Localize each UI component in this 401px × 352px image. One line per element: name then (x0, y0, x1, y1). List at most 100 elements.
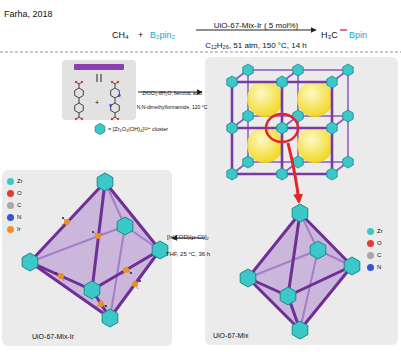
atom-swatch (367, 252, 374, 259)
mof-lattice (243, 110, 253, 122)
atom-swatch (7, 202, 14, 209)
legend-text: Zr (377, 228, 383, 235)
mof-ir-octahedron (97, 173, 113, 191)
label-holder: ZrOCl₂·8H₂O, benzoic acid (142, 81, 202, 99)
mof-ir-octahedron (22, 253, 38, 271)
iridium-complexes (130, 272, 132, 274)
iridium-complexes (55, 217, 141, 307)
annotation-text: CH₄ (112, 30, 129, 40)
mof-lattice (277, 76, 287, 88)
mof-octahedron (280, 287, 296, 305)
oxygen-atoms (81, 118, 83, 120)
iridium-complexes (123, 267, 129, 273)
mof-octahedron (310, 241, 326, 259)
legend-text: O (377, 240, 382, 247)
iridium-complexes (62, 217, 64, 219)
iridium-complexes (56, 218, 140, 307)
label-holder: CH₄ (112, 24, 129, 42)
legend-entry: O (367, 240, 382, 247)
mof-lattice (327, 168, 337, 180)
mof-lattice (343, 110, 353, 122)
mof-ir-octahedron (22, 173, 168, 327)
mof-lattice (327, 122, 337, 134)
label-holder: UiO-67-Mix-Ir ( 5 mol%) (214, 14, 298, 32)
mof-lattice (277, 122, 287, 134)
mof-lattice (343, 64, 353, 76)
annotation-text: [Ir(COD)(μ-Cl)]₂ (167, 234, 209, 240)
mof-octahedron (292, 204, 308, 222)
annotation-text: H₃C (321, 30, 338, 40)
bipyridine-linker (115, 84, 116, 117)
mof-ir-octahedron (84, 281, 100, 299)
label-holder: B₂pin₂ (150, 24, 175, 42)
mof-lattice (227, 122, 237, 134)
mof-octahedron (248, 213, 352, 330)
iridium-complexes (98, 301, 104, 307)
legend-text: C (17, 202, 21, 209)
linker-heteroatoms (109, 104, 112, 107)
iridium-complexes (105, 305, 107, 307)
atom-swatch (7, 226, 14, 233)
oxygen-atoms (75, 81, 83, 120)
iridium-complexes (92, 231, 94, 233)
mof-ir-octahedron (117, 217, 133, 235)
biphenyl-linker (76, 82, 82, 119)
panel-title: UiO-67-Mix-Ir (32, 333, 74, 341)
label-holder: + (95, 91, 99, 109)
legend-entry: Ir (7, 226, 21, 233)
mof-octahedron (292, 321, 308, 339)
iridium-complexes (132, 281, 138, 287)
mof-lattice (232, 82, 332, 174)
annotation-text: Farha, 2018 (4, 9, 53, 19)
mof-lattice (343, 156, 353, 168)
panel-title: UiO-67-Mix (213, 332, 248, 340)
linker-drawing (74, 64, 202, 120)
legend-entry: O (7, 190, 22, 197)
atom-swatch (7, 190, 14, 197)
mof-octahedron (248, 213, 352, 330)
annotation-text: THF, 25 °C, 36 h (166, 251, 210, 257)
legend-text: Zr (17, 178, 23, 185)
annotation-text: UiO-67-Mix-Ir ( 5 mol%) (214, 21, 298, 30)
label-holder: THF, 25 °C, 36 h (166, 242, 210, 260)
mof-lattice (247, 127, 283, 163)
annotation-text: Bpin (349, 30, 367, 40)
mof-lattice (227, 168, 237, 180)
mof-ir-panel (2, 170, 172, 346)
mof-ir-octahedron (152, 241, 168, 259)
label-holder: + (138, 24, 143, 42)
iridium-complexes (55, 272, 57, 274)
atom-swatch (367, 264, 374, 271)
atom-swatch (7, 214, 14, 221)
legend-text: = [Zr₆O₄(OH)₄]¹²⁺ cluster (108, 126, 168, 133)
legend-text: O (17, 190, 22, 197)
label-holder: C₁₂H₂₆, 51 atm, 150 °C, 14 h (205, 34, 307, 52)
annotation-text: B₂pin₂ (150, 30, 175, 40)
cluster-swatch (94, 123, 106, 135)
equals-sign (97, 74, 101, 82)
legend-entry: C (7, 202, 21, 209)
legend-entry: C (367, 252, 381, 259)
atom-swatch (367, 228, 374, 235)
atom-swatch (367, 240, 374, 247)
bipyridine-linker (111, 82, 120, 119)
mof-ir-octahedron (30, 182, 160, 318)
bipyridine-linker (112, 82, 118, 119)
biphenyl-linker (75, 88, 84, 98)
mof-lattice (232, 70, 348, 174)
annotation-text: + (95, 99, 99, 106)
biphenyl-linker (79, 84, 80, 117)
iridium-complexes (139, 280, 141, 282)
selection-loop (266, 114, 298, 142)
mof-lattice (293, 64, 303, 76)
mof-lattice (297, 81, 333, 117)
cluster-hexagon (95, 124, 105, 135)
biphenyl-linker (75, 103, 84, 113)
iridium-complexes (95, 233, 101, 239)
reaction-scheme (0, 30, 401, 52)
mof-octahedron (240, 269, 256, 287)
panel-backgrounds (2, 57, 398, 346)
